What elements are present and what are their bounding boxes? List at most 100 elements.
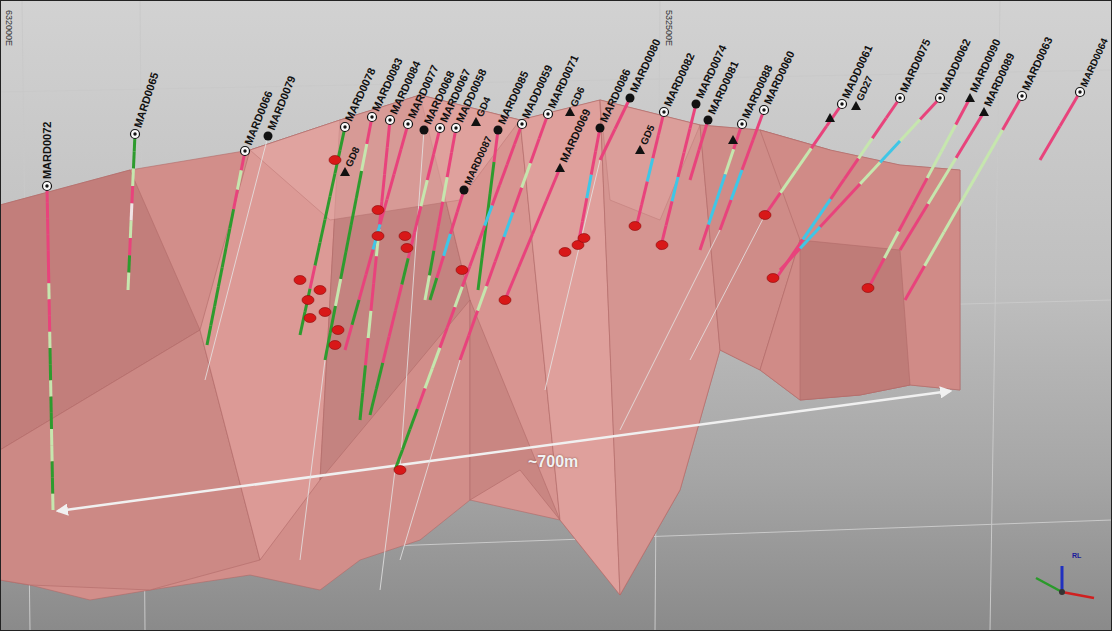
hole-segment <box>346 225 351 252</box>
hole-segment <box>310 266 315 289</box>
collar-marker <box>965 93 975 102</box>
hole-segment <box>941 125 955 152</box>
hole-segment <box>684 128 690 152</box>
hole-segment <box>494 130 498 162</box>
hole-segment <box>356 171 361 198</box>
collar-marker <box>471 117 481 126</box>
assay-intercept <box>767 274 779 283</box>
assay-intercept <box>372 206 384 215</box>
hole-segment <box>46 218 49 234</box>
hole-segment <box>330 173 335 196</box>
hole-segment <box>425 275 429 300</box>
hole-segment <box>447 153 451 178</box>
hole-segment <box>51 478 54 494</box>
hole-segment <box>300 312 305 335</box>
hole-segment <box>49 397 52 413</box>
hole-label: MARD0078 <box>340 66 378 130</box>
hole-segment <box>437 256 444 278</box>
hole-label: MARD0063 <box>1017 35 1055 99</box>
hole-segment <box>470 246 477 266</box>
hole-segment <box>530 139 539 164</box>
hole-segment <box>230 209 234 228</box>
drill-holes <box>47 92 1080 590</box>
hole-segment <box>368 311 371 338</box>
collar-marker <box>851 101 861 110</box>
hole-segment <box>1003 96 1023 130</box>
hole-segment <box>211 306 215 325</box>
hole-segment <box>690 150 699 180</box>
hole-segment <box>345 325 352 350</box>
hole-segment <box>417 389 424 409</box>
assay-intercept <box>862 284 874 293</box>
hole-segment <box>780 249 800 271</box>
hole-segment <box>587 175 591 198</box>
hole-segment <box>653 135 659 158</box>
hole-segment <box>320 219 325 242</box>
hole-label: MARD0082 <box>659 51 697 115</box>
hole-segment <box>519 234 533 267</box>
hole-segment <box>351 198 356 225</box>
dimension-arrow <box>58 391 950 511</box>
assay-intercept <box>314 286 326 295</box>
hole-segment <box>402 429 409 449</box>
hole-segment <box>492 185 499 205</box>
hole-segment <box>983 130 1003 164</box>
assay-intercept <box>629 222 641 231</box>
hole-segment <box>410 409 417 429</box>
hole-segment <box>234 190 238 209</box>
hole-segment <box>127 255 131 272</box>
hole-segment <box>385 147 388 174</box>
hole-segment <box>900 120 920 142</box>
collar-marker <box>386 116 395 125</box>
hole-segment <box>500 165 507 185</box>
hole-segment <box>49 364 52 380</box>
hole-segment <box>382 175 385 202</box>
collar-marker <box>635 145 645 154</box>
hole-segment <box>831 179 845 199</box>
collar-marker <box>1018 92 1027 101</box>
hole-segment <box>486 262 495 287</box>
hole-segment <box>129 221 133 238</box>
collar-marker <box>544 110 553 119</box>
hole-segment <box>387 174 394 199</box>
hole-label: MARD0064 <box>1075 36 1110 94</box>
collar-marker <box>738 120 747 129</box>
hole-segment <box>447 307 454 327</box>
hole-segment <box>50 445 53 461</box>
hole-segment <box>46 202 49 218</box>
hole-segment <box>50 429 53 445</box>
collar-marker <box>692 100 701 109</box>
hole-segment <box>533 201 547 234</box>
hole-segment <box>478 286 487 311</box>
hole-segment <box>380 470 395 590</box>
hole-segment <box>800 227 820 249</box>
hole-segment <box>444 234 451 256</box>
hole-segment <box>47 267 50 283</box>
hole-segment <box>700 225 708 250</box>
hole-segment <box>46 235 49 251</box>
hole-segment <box>513 188 522 213</box>
hole-segment <box>477 226 484 246</box>
hole-segment <box>383 337 389 363</box>
hole-segment <box>376 363 382 389</box>
hole-segment <box>925 232 945 266</box>
hole-segment <box>944 198 964 232</box>
collar-markers <box>43 88 1085 195</box>
assay-intercept <box>499 296 511 305</box>
hole-segment <box>374 256 377 283</box>
assay-intercept <box>332 326 344 335</box>
collar-marker <box>555 163 565 172</box>
hole-segment <box>811 126 826 148</box>
hole-label: GD5 <box>635 123 657 153</box>
hole-segment <box>725 149 733 174</box>
hole-segment <box>490 162 494 194</box>
hole-segment <box>485 205 492 225</box>
hole-segment <box>717 174 725 199</box>
collar-marker <box>660 108 669 117</box>
collar-marker <box>452 124 461 133</box>
hole-segment <box>440 328 447 348</box>
collar-marker <box>1076 88 1085 97</box>
hole-segment <box>858 138 872 158</box>
